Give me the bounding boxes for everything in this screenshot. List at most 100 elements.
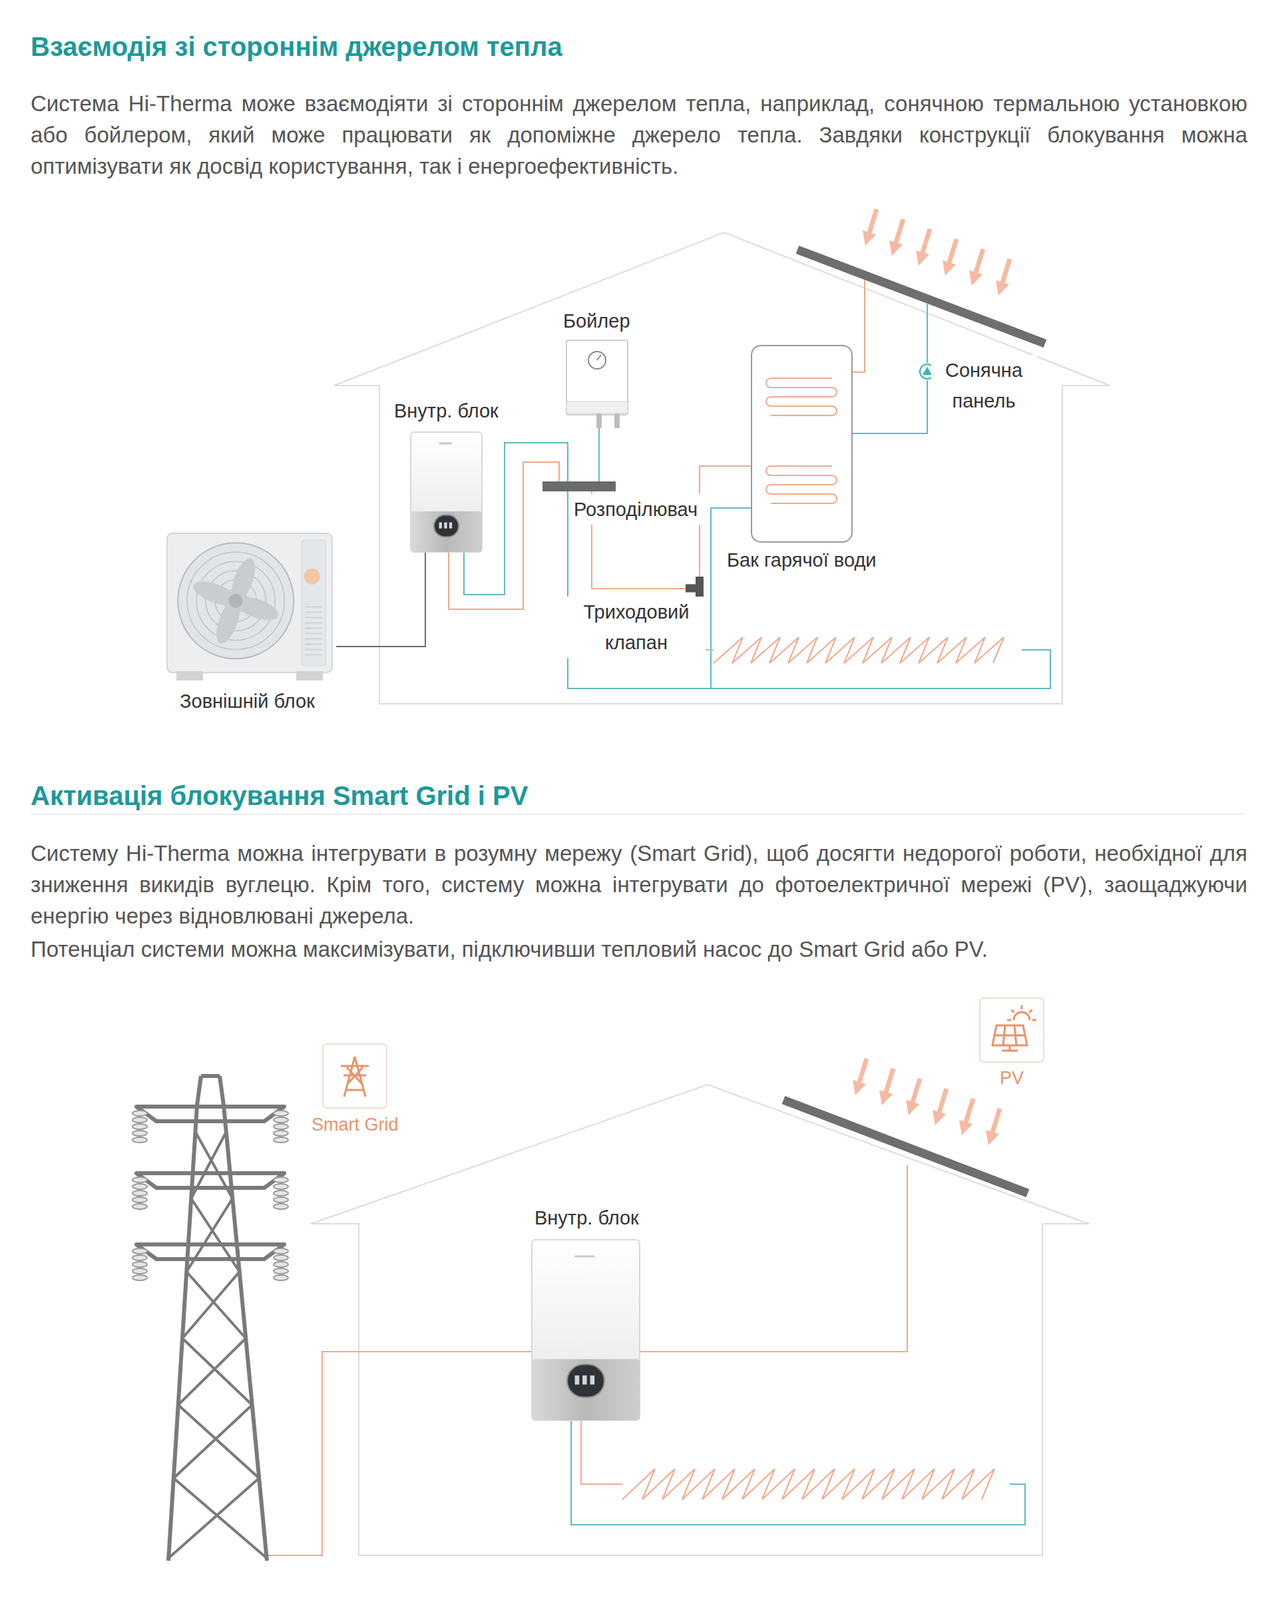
insulator — [132, 1268, 148, 1274]
floor-heating-coil — [622, 1468, 995, 1499]
insulator — [273, 1248, 289, 1254]
pipe — [852, 279, 865, 373]
insulator — [273, 1110, 289, 1116]
distributor-drawing — [542, 481, 616, 492]
power-pylon — [136, 1244, 285, 1259]
pipe — [640, 1164, 908, 1352]
insulator — [132, 1261, 148, 1267]
pv-icon-drawing — [1021, 1005, 1024, 1010]
indoor-unit-drawing — [575, 1375, 580, 1385]
pv-icon-drawing — [1029, 1009, 1032, 1012]
outdoor-unit-drawing — [304, 617, 323, 619]
pv-icon-drawing — [992, 1025, 1028, 1051]
insulator — [132, 1136, 148, 1143]
smart-grid-icon-drawing — [322, 1043, 388, 1109]
distributor: Розподілювач — [542, 481, 616, 492]
insulator — [132, 1196, 148, 1203]
sun-rays — [920, 228, 930, 259]
insulator — [273, 1116, 289, 1123]
node-label: Внутр. блок — [391, 395, 502, 426]
power-pylon — [168, 1075, 267, 1561]
node-label: Розподілювач — [571, 493, 701, 525]
hot-water-tank-drawing — [766, 378, 837, 416]
three-way-valve: Триходовий клапан — [685, 576, 704, 602]
insulator — [132, 1123, 148, 1129]
insulator — [132, 1274, 148, 1280]
indoor-unit-drawing — [410, 511, 482, 552]
sun-rays — [867, 209, 877, 239]
sun-rays — [867, 209, 1010, 289]
pipe — [926, 302, 928, 363]
pv-icon: PV — [979, 997, 1045, 1063]
outdoor-unit-drawing — [187, 551, 285, 649]
smart-grid-icon-drawing — [322, 1043, 387, 1108]
boiler: Бойлер — [565, 338, 630, 428]
indoor-unit-drawing — [531, 1238, 641, 1421]
sun-rays — [910, 1078, 920, 1109]
node-label: PV — [997, 1066, 1027, 1089]
floor-heating-coil — [713, 637, 1004, 663]
insulator — [273, 1176, 289, 1183]
indoor-unit-drawing — [439, 522, 442, 529]
indoor-unit-drawing — [590, 1375, 596, 1385]
pv-icon-drawing — [1013, 1011, 1030, 1020]
node-label: Внутр. блок — [531, 1202, 642, 1233]
indoor-unit-drawing — [582, 1375, 588, 1385]
outdoor-unit: Зовнішній блок — [163, 530, 337, 683]
sun-rays — [963, 1098, 974, 1129]
house-outline — [310, 1084, 1089, 1555]
sun-rays — [857, 1058, 867, 1089]
outdoor-unit-drawing — [196, 561, 275, 640]
insulator — [132, 1203, 148, 1209]
outdoor-unit-drawing — [304, 611, 323, 614]
power-pylon — [136, 1106, 285, 1121]
pipe — [581, 1420, 623, 1484]
indoor-unit: Внутр. блок — [410, 431, 483, 553]
power-pylon — [168, 1131, 267, 1558]
insulator — [273, 1203, 289, 1209]
insulator — [273, 1130, 289, 1136]
outdoor-unit-drawing — [176, 670, 204, 681]
insulator — [273, 1261, 289, 1267]
outdoor-unit-drawing — [177, 542, 294, 659]
outdoor-unit-drawing — [304, 643, 323, 645]
boiler-drawing — [566, 401, 628, 414]
distributor-drawing — [542, 481, 616, 492]
pipe — [266, 1351, 532, 1555]
outdoor-unit-drawing — [304, 622, 323, 624]
sun-rays — [893, 218, 904, 249]
three-way-valve-drawing — [685, 583, 696, 592]
outdoor-unit-drawing — [304, 648, 323, 651]
insulator — [132, 1116, 148, 1123]
section-heading: Активація блокування Smart Grid і PV — [30, 778, 528, 813]
insulator — [132, 1110, 289, 1280]
sun-rays — [1000, 258, 1010, 289]
pv-icon-drawing — [1011, 1009, 1014, 1012]
sun-rays — [973, 248, 984, 279]
section-heading: Взаємодія зі стороннім джерелом тепла — [30, 29, 563, 64]
outdoor-unit-drawing — [304, 654, 323, 656]
solar-collector — [783, 1099, 1028, 1193]
indoor-unit-drawing — [449, 522, 452, 529]
insulator — [132, 1130, 148, 1136]
insulator — [132, 1190, 148, 1196]
sun-rays — [947, 238, 957, 269]
intro-paragraph: Систему Hi-Therma можна інтегрувати в ро… — [30, 837, 1248, 932]
insulator — [132, 1110, 148, 1116]
outdoor-unit-drawing — [296, 670, 323, 681]
insulator — [273, 1136, 289, 1143]
sun-rays — [937, 1088, 947, 1119]
hot-water-tank-drawing — [751, 345, 852, 542]
indoor-unit-drawing — [433, 515, 459, 538]
insulator — [273, 1254, 289, 1261]
indoor-unit-drawing — [531, 1239, 640, 1420]
indoor-unit-drawing — [439, 441, 453, 444]
hot-water-tank: Бак гарячої води — [750, 344, 853, 543]
insulator — [273, 1268, 289, 1274]
indoor-unit-drawing — [410, 431, 483, 553]
insulator — [132, 1183, 148, 1189]
indoor-unit-drawing — [443, 522, 447, 529]
node-label: Зовнішній блок — [177, 685, 318, 717]
outdoor-unit-drawing — [228, 593, 243, 608]
